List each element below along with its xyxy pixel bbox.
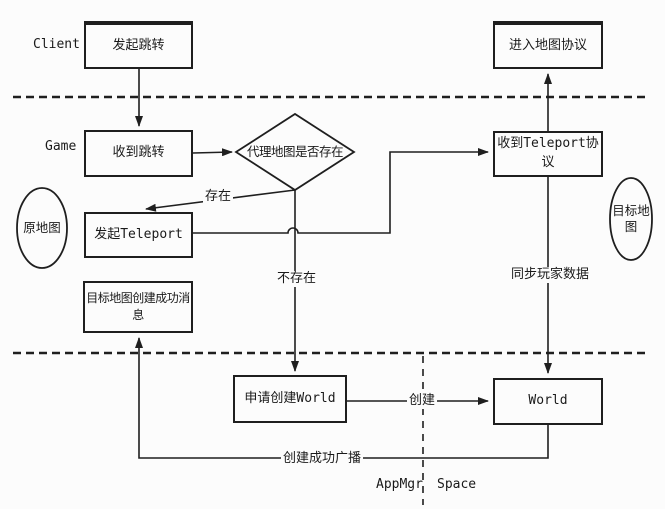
edge-label-create: 创建 — [407, 393, 438, 409]
target-map-ellipse-shape — [609, 177, 653, 261]
edge-label-exists: 存在 — [203, 189, 234, 205]
node-request-create-world: 申请创建World — [233, 375, 347, 423]
node-initiate-teleport: 发起Teleport — [84, 212, 193, 258]
node-initiate-jump: 发起跳转 — [84, 21, 193, 69]
lane-label-client: Client — [33, 37, 80, 52]
target-map-label: 目标地图 — [612, 202, 650, 234]
arrow-receive-to-decision — [192, 148, 233, 157]
lane-label-game: Game — [45, 139, 77, 154]
node-receive-jump: 收到跳转 — [84, 130, 193, 177]
source-map-label: 原地图 — [23, 219, 61, 235]
node-receive-teleport-protocol: 收到Teleport协议 — [493, 131, 603, 177]
decision-diamond-label: 代理地图是否存在 — [246, 144, 344, 160]
lane-label-appmgr: AppMgr — [376, 477, 423, 492]
edge-label-create-success-broadcast: 创建成功广播 — [281, 451, 364, 467]
decision-diamond-shape — [234, 112, 356, 192]
node-target-map-created-message: 目标地图创建成功消息 — [83, 281, 193, 333]
source-map-ellipse-shape — [16, 187, 68, 269]
node-enter-map-protocol: 进入地图协议 — [493, 21, 603, 69]
node-world: World — [493, 378, 603, 425]
lane-label-space: Space — [437, 477, 477, 492]
edge-label-sync-player-data: 同步玩家数据 — [509, 267, 592, 283]
edge-label-not-exists: 不存在 — [275, 271, 319, 287]
arrow-teleport-to-receive-protocol — [193, 148, 489, 234]
